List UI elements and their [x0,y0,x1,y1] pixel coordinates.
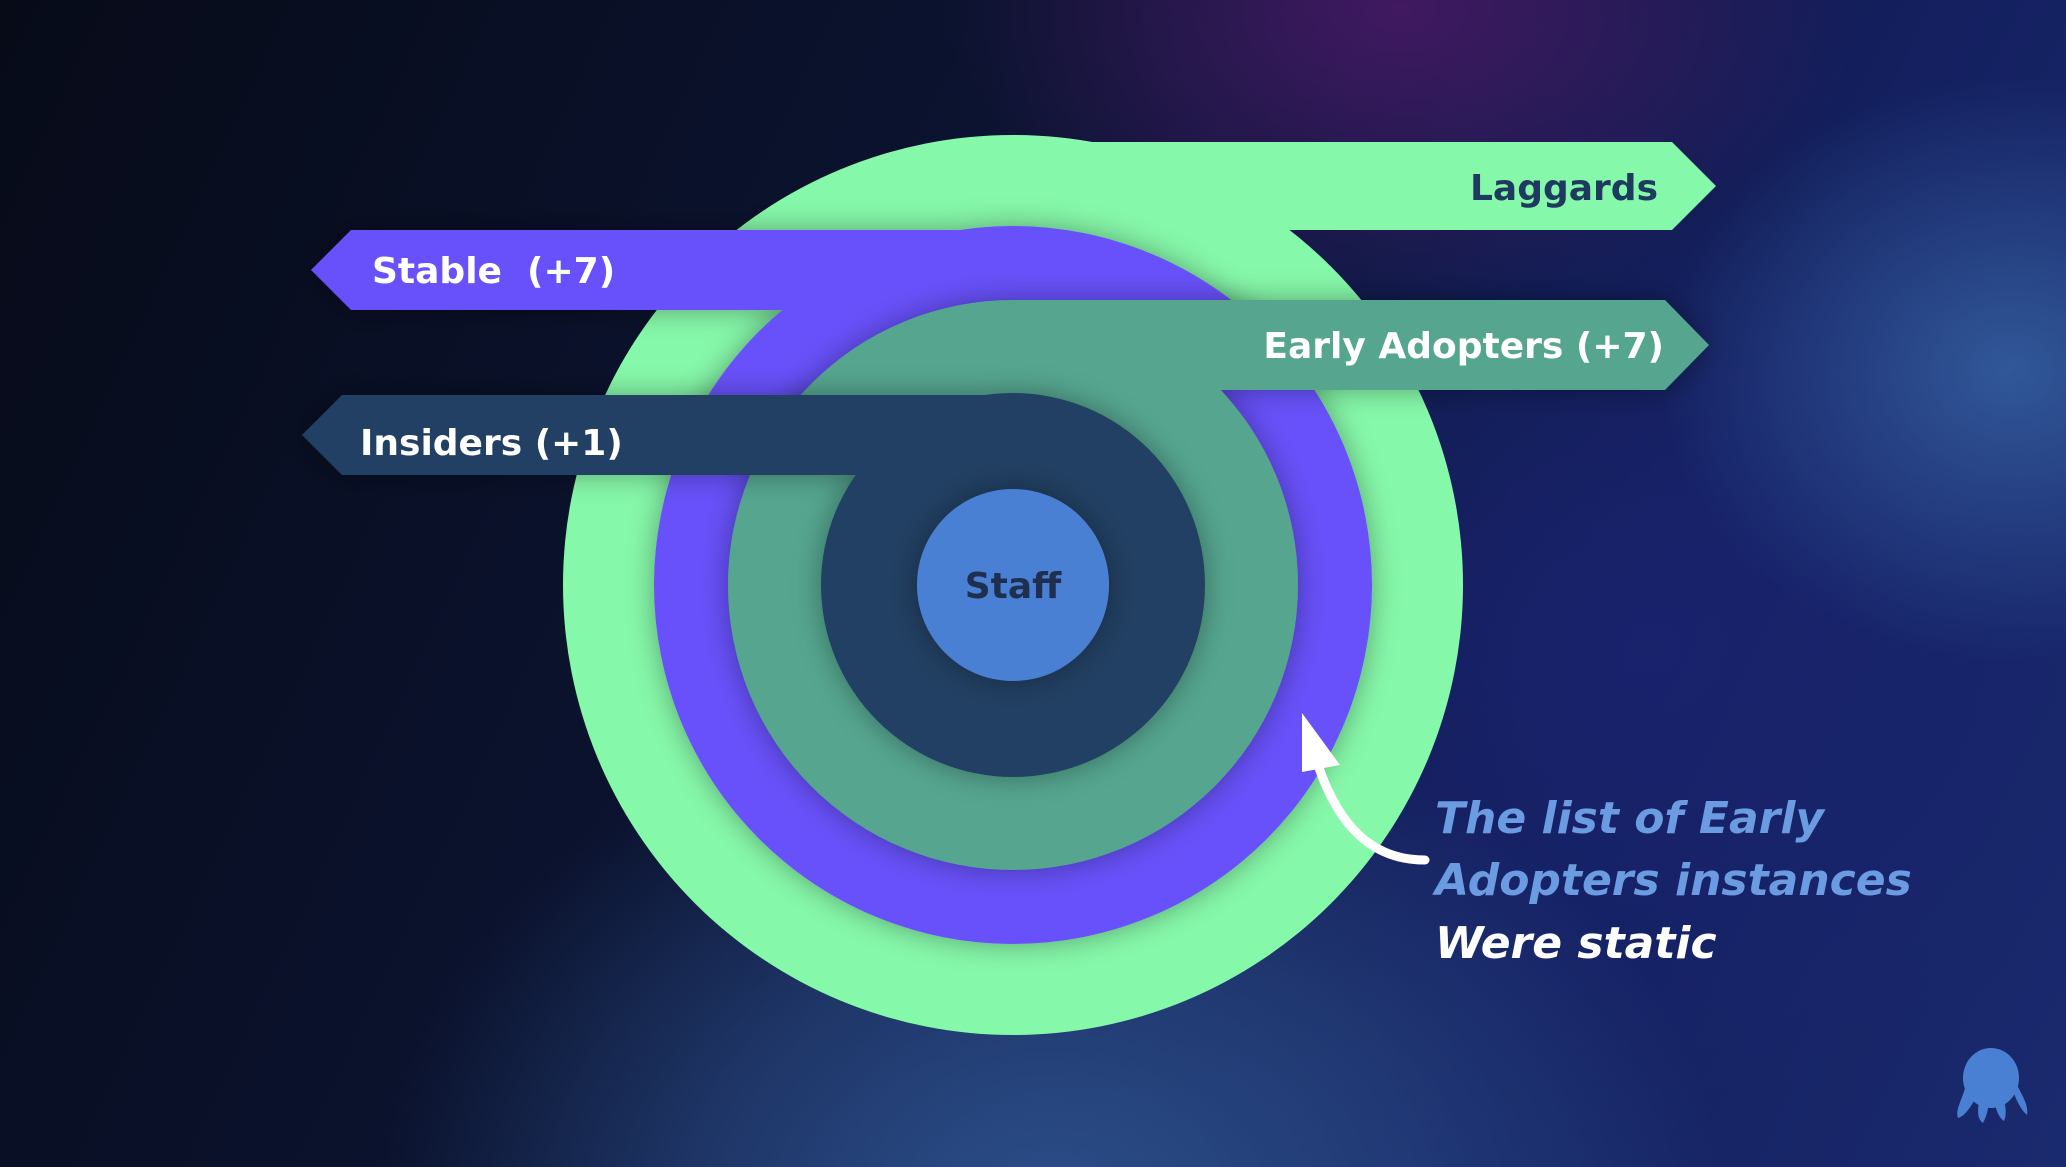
ring-insiders: Insiders (+1) [302,393,1205,777]
annotation-line-3: Were static [1435,918,1717,969]
insiders-label: Insiders (+1) [360,423,623,464]
staff-label: Staff [965,566,1062,607]
stable-label: Stable (+7) [372,251,615,292]
insiders-arrow-banner [302,395,1013,475]
ring-staff [917,489,1109,681]
early-adopters-label: Early Adopters (+7) [1263,326,1664,367]
laggards-label: Laggards [1470,168,1658,209]
stable-arrow-banner [311,230,1013,310]
annotation-line-1: The list of Early [1435,793,1826,844]
octopus-icon [1957,1048,2028,1123]
ring-staff-disc [917,489,1109,681]
annotation-arrow-icon [1302,713,1430,865]
early-adopters-arrow-banner [1013,300,1709,390]
laggards-arrow-banner [1013,142,1716,230]
annotation-line-2: Adopters instances [1432,855,1912,906]
